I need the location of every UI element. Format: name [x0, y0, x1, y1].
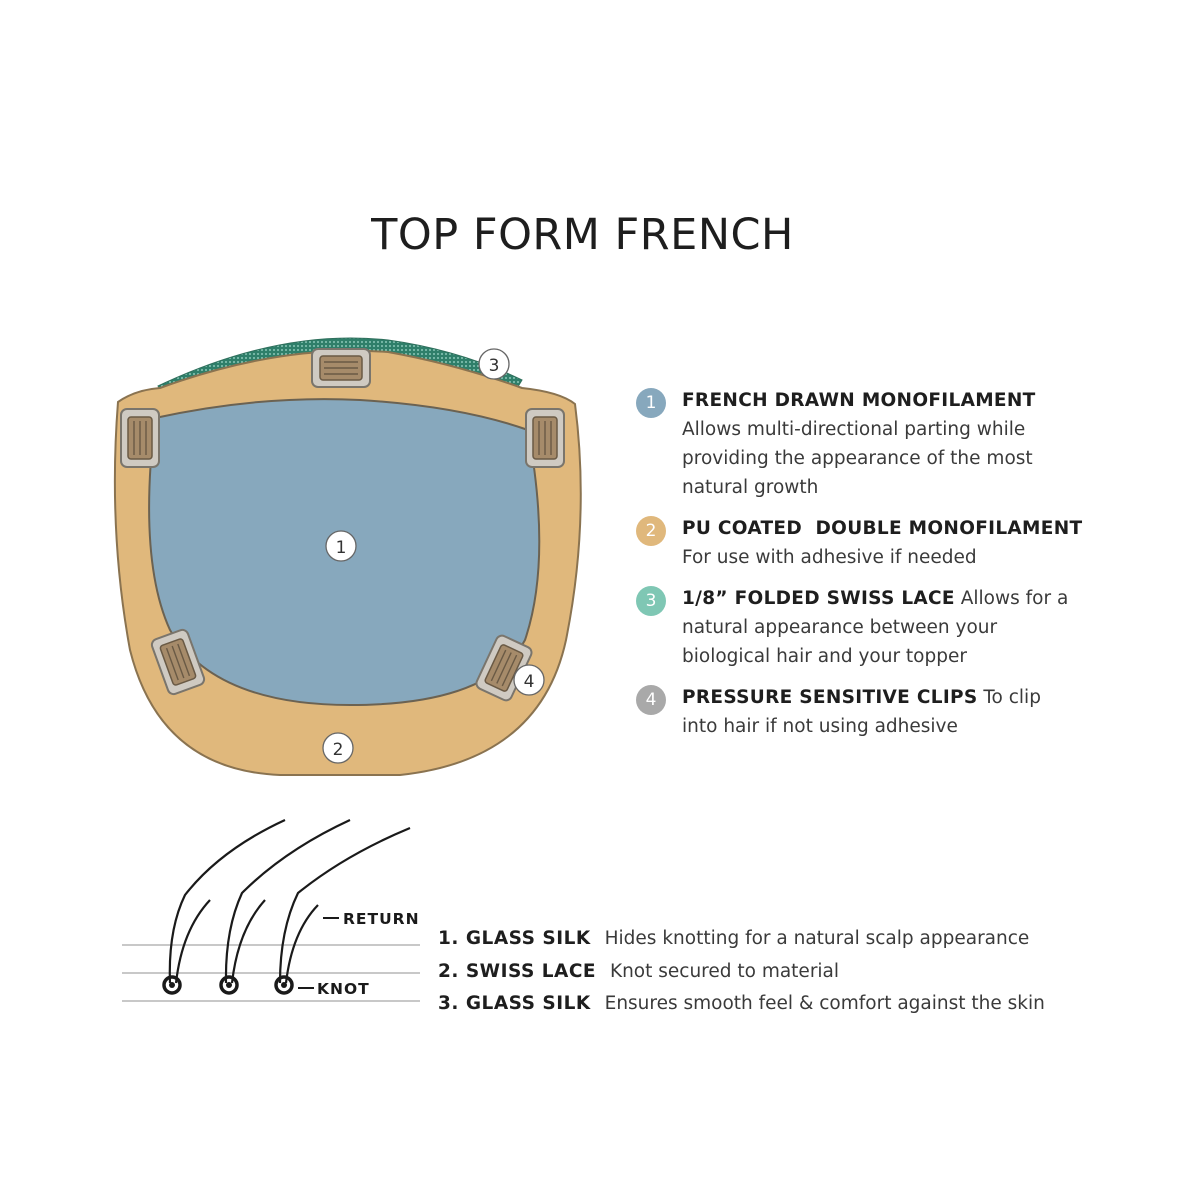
legend-item-1: 1 FRENCH DRAWN MONOFILAMENT Allows multi… — [636, 386, 1076, 502]
legend-dot-1: 1 — [636, 388, 666, 418]
marker-3: 3 — [478, 348, 510, 380]
legend-heading-4: PRESSURE SENSITIVE CLIPS — [682, 687, 978, 708]
svg-text:1: 1 — [336, 538, 347, 558]
legend-dot-3: 3 — [636, 586, 666, 616]
svg-text:3: 3 — [489, 356, 500, 376]
marker-4: 4 — [513, 664, 545, 696]
legend-dot-2: 2 — [636, 516, 666, 546]
legend: 1 FRENCH DRAWN MONOFILAMENT Allows multi… — [636, 386, 1082, 753]
layer-text-1: Hides knotting for a natural scalp appea… — [604, 928, 1030, 949]
legend-item-3: 3 1/8” FOLDED SWISS LACE Allows for a na… — [636, 584, 1076, 671]
legend-heading-3: 1/8” FOLDED SWISS LACE — [682, 588, 955, 609]
return-label: RETURN — [343, 910, 420, 928]
legend-text-3: Allows for a natural appearance between … — [682, 588, 1069, 667]
layer-legend: 1. GLASS SILK Hides knotting for a natur… — [438, 923, 1158, 1021]
legend-dot-4: 4 — [636, 685, 666, 715]
layer-heading-2: 2. SWISS LACE — [438, 960, 597, 982]
hair-strand-2 — [224, 819, 351, 984]
knot-label: KNOT — [317, 980, 370, 998]
layer-text-2: Knot secured to material — [609, 960, 840, 982]
hair-knot-diagram: RETURN KNOT — [122, 819, 420, 1002]
layer-heading-3: 3. GLASS SILK — [438, 993, 591, 1014]
hair-strand-3 — [278, 826, 411, 984]
hair-strand-1 — [168, 819, 286, 984]
page-title: TOP FORM FRENCH — [371, 210, 794, 260]
knot-3 — [274, 975, 294, 995]
cap-diagram: 1 2 3 4 — [113, 337, 582, 776]
legend-item-4: 4 PRESSURE SENSITIVE CLIPS To clip into … — [636, 683, 1076, 741]
legend-text-4: To clip into hair if not using adhesive — [682, 687, 1041, 737]
legend-heading-2: PU COATED DOUBLE MONOFILAMENT — [682, 518, 1083, 539]
legend-text-2: For use with adhesive if needed — [682, 547, 977, 568]
layer-row-3: 3. GLASS SILK Ensures smooth feel & comf… — [438, 988, 1158, 1021]
clip-right — [525, 408, 565, 468]
knot-2 — [219, 975, 239, 995]
knot-1 — [162, 975, 182, 995]
legend-text-1: Allows multi-directional parting while p… — [682, 419, 1033, 498]
legend-heading-1: FRENCH DRAWN MONOFILAMENT — [682, 390, 1036, 411]
marker-1: 1 — [325, 530, 357, 562]
svg-text:2: 2 — [333, 740, 344, 760]
svg-text:4: 4 — [524, 672, 535, 692]
layer-row-2: 2. SWISS LACE Knot secured to material — [438, 956, 1158, 989]
legend-item-2: 2 PU COATED DOUBLE MONOFILAMENT For use … — [636, 514, 1082, 572]
layer-heading-1: 1. GLASS SILK — [438, 928, 591, 949]
layer-text-3: Ensures smooth feel & comfort against th… — [604, 993, 1045, 1014]
marker-2: 2 — [322, 732, 354, 764]
layer-row-1: 1. GLASS SILK Hides knotting for a natur… — [438, 923, 1158, 956]
